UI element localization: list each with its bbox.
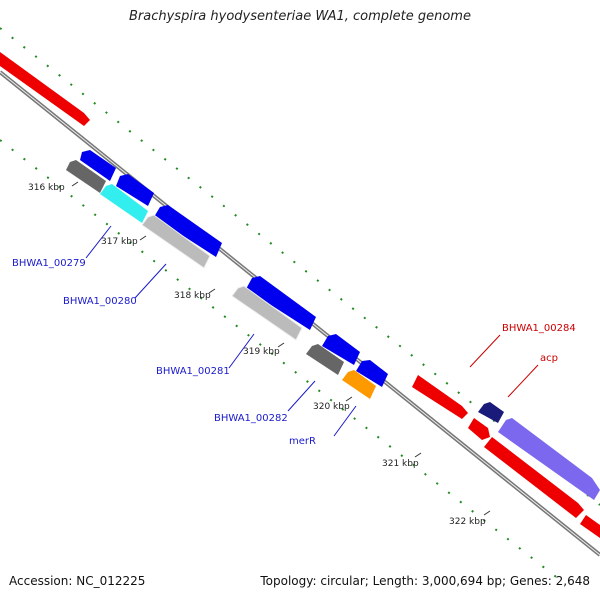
leader-lines bbox=[85, 225, 539, 437]
cds-blue-3[interactable] bbox=[154, 205, 222, 257]
tick-label: 321 kbp bbox=[382, 459, 419, 469]
tick-label: 317 kbp bbox=[101, 237, 138, 247]
gene-label-bhwa1-00279[interactable]: BHWA1_00279 bbox=[12, 258, 86, 269]
tick-label: 318 kbp bbox=[174, 291, 211, 301]
accession-label: Accession: NC_012225 bbox=[9, 574, 146, 588]
gene-label-bhwa1-00282[interactable]: BHWA1_00282 bbox=[214, 413, 288, 424]
map-title: Brachyspira hyodysenteriae WA1, complete… bbox=[129, 9, 471, 24]
cds-bhwa1-00279[interactable] bbox=[100, 184, 148, 223]
gene-label-acp[interactable]: acp bbox=[540, 353, 558, 364]
cds-bhwa1-00280[interactable] bbox=[141, 214, 211, 269]
tick-label: 320 kbp bbox=[313, 402, 350, 412]
cds-acp[interactable] bbox=[498, 418, 600, 500]
cds-dark-gray-1[interactable] bbox=[66, 160, 106, 193]
cds-red-edge[interactable] bbox=[580, 515, 600, 538]
gene-label-bhwa1-00280[interactable]: BHWA1_00280 bbox=[63, 296, 137, 307]
cds-bhwa1-00281[interactable] bbox=[231, 285, 303, 341]
gene-label-bhwa1-00281[interactable]: BHWA1_00281 bbox=[156, 366, 230, 377]
cds-dark-navy[interactable] bbox=[478, 402, 504, 423]
cds-blue-6[interactable] bbox=[356, 360, 388, 387]
cds-small-red[interactable] bbox=[468, 418, 490, 440]
cds-bhwa1-00284[interactable] bbox=[412, 375, 468, 419]
tick-label: 316 kbp bbox=[28, 183, 65, 193]
gene-label-bhwa1-00284[interactable]: BHWA1_00284 bbox=[502, 323, 576, 334]
cds-blue-4[interactable] bbox=[246, 276, 316, 330]
cds-blue-1[interactable] bbox=[80, 150, 116, 181]
genome-summary: Topology: circular; Length: 3,000,694 bp… bbox=[260, 574, 590, 588]
tick-marks bbox=[71, 181, 491, 516]
cds-blue-5[interactable] bbox=[322, 334, 360, 365]
cds-dark-gray-2[interactable] bbox=[306, 344, 344, 375]
cds-merR[interactable] bbox=[342, 370, 376, 399]
tick-label: 319 kbp bbox=[243, 347, 280, 357]
cds-red-top-left[interactable] bbox=[0, 52, 90, 126]
cds-blue-2[interactable] bbox=[116, 174, 154, 206]
cds-red-long[interactable] bbox=[484, 437, 584, 518]
tick-label: 322 kbp bbox=[449, 517, 486, 527]
gene-label-merR[interactable]: merR bbox=[289, 436, 316, 447]
